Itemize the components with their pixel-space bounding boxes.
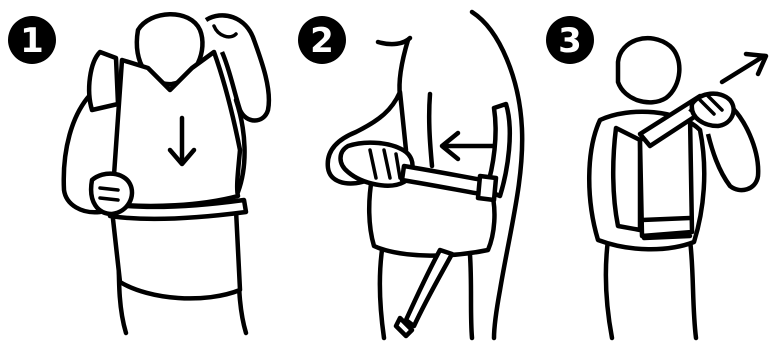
step-2-chin [378,38,410,44]
step-2-belt-buckle [478,176,496,200]
step-2-hanging-strap [406,250,452,326]
step-3-panel: 3 [546,16,766,338]
step-1-hand-on-belt [91,174,132,214]
step-1-figure [64,14,269,333]
step-3-arrow-shaft [722,56,764,82]
step-1-strap-left [89,52,118,110]
step-2-number: 2 [310,21,334,61]
step-2-face [399,40,408,96]
step-3-leg-right [690,240,696,338]
step-3-number: 3 [558,21,582,61]
step-2-leg-back [470,255,472,338]
step-2-badge: 2 [298,16,346,64]
step-1-number: 1 [20,21,44,61]
step-2-panel: 2 [298,12,522,338]
step-3-badge: 3 [546,16,594,64]
step-1-seat-pad [112,210,240,298]
step-3-figure [589,38,766,338]
step-3-leg-left [606,240,612,338]
step-3-head [618,38,679,102]
step-2-leg-front [380,250,384,338]
up-right-arrow-icon [722,54,766,82]
step-2-front-strap [429,94,432,166]
step-2-figure [328,12,522,338]
step-1-panel: 1 [8,14,269,333]
step-1-badge: 1 [8,16,56,64]
left-arrow-icon [442,133,494,159]
step-3-harness-left [613,128,640,230]
